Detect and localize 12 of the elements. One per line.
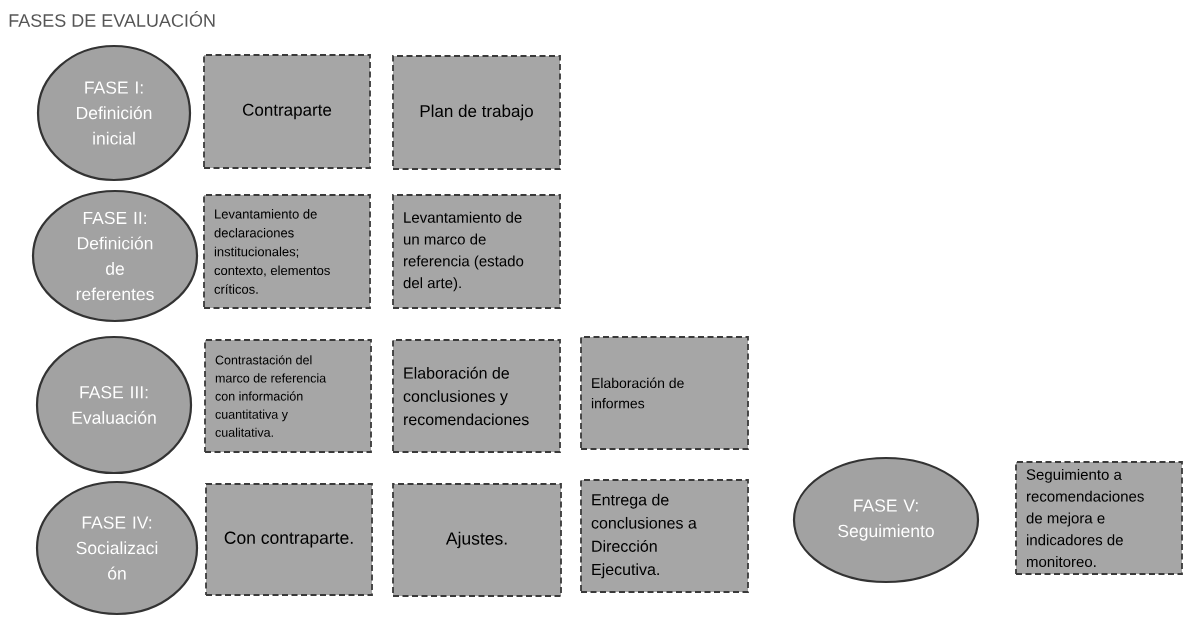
task-box: Elaboración de informes [580, 336, 749, 450]
task-box: Plan de trabajo [392, 55, 561, 170]
task-box: Entrega de conclusiones a Dirección Ejecutiva. [580, 479, 749, 593]
task-box: Ajustes. [392, 483, 562, 597]
task-box: Seguimiento a recomendaciones de mejora e indicadores de monitoreo. [1015, 461, 1183, 575]
title: FASES DE EVALUACIÓN [9, 11, 215, 27]
task-box: Contraparte [203, 54, 371, 169]
task-box: Con contraparte. [205, 483, 373, 596]
task-box: Levantamiento de un marco de referencia (estado del arte). [392, 194, 561, 309]
task-box: Levantamiento de declaraciones institucionales; contexto, elementos críticos. [203, 194, 371, 309]
task-box: Contrastación del marco de referencia con información cuantitativa y cualitativa. [204, 339, 372, 453]
task-box: Elaboración de conclusiones y recomendaciones [392, 339, 561, 453]
